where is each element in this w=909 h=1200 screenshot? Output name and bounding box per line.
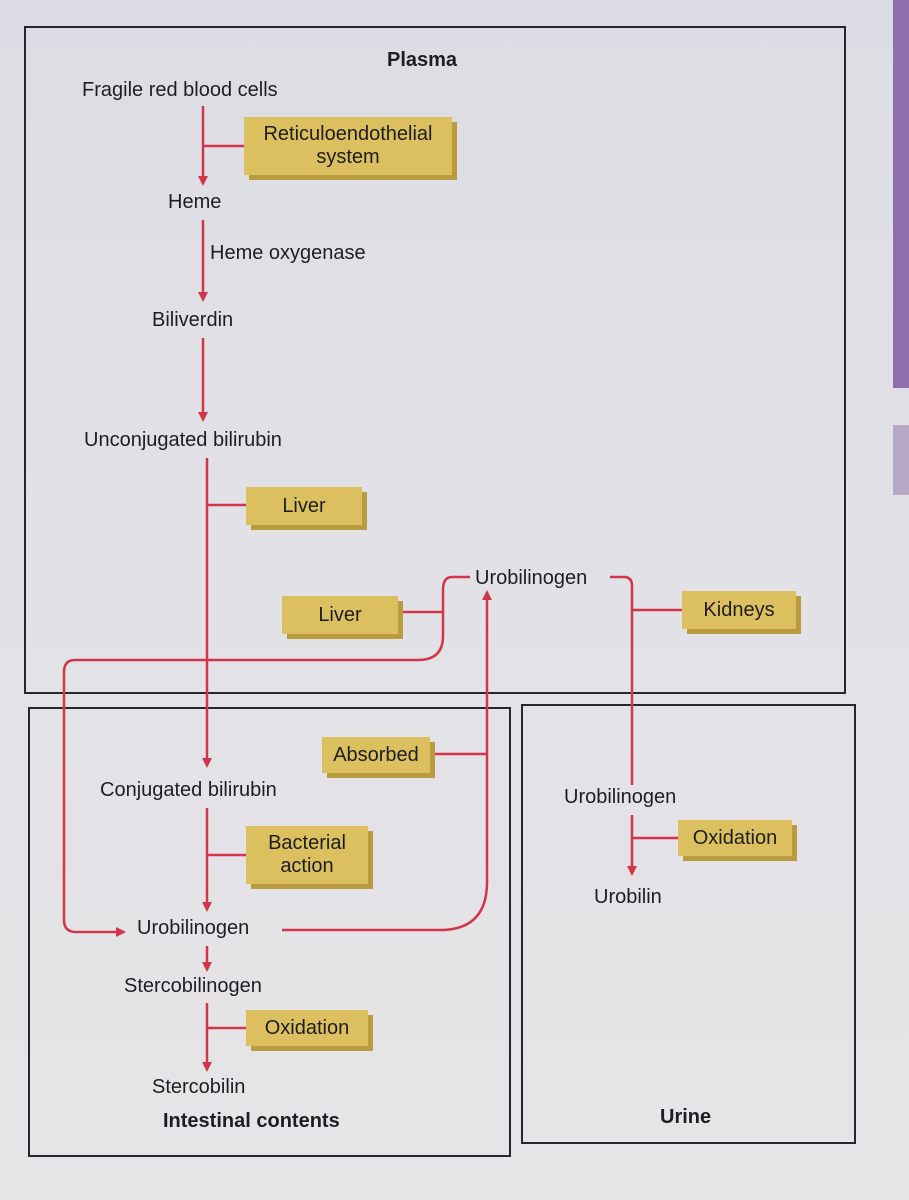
node-stercobilin: Stercobilin [152,1076,246,1098]
page-edge-tab-light [893,425,909,495]
urine-region [521,704,856,1144]
tag-reticuloendothelial-line2: system [316,146,380,168]
arrow-to-urine [610,575,634,785]
tag-bacterial-action: Bacterial action [246,826,368,884]
enzyme-heme-oxygenase: Heme oxygenase [210,242,366,264]
node-urobilin: Urobilin [594,886,662,908]
tag-oxidation-urine: Oxidation [678,820,792,856]
tag-oxidation-intestine: Oxidation [246,1010,368,1046]
page-edge-tab [893,0,909,388]
node-urobilinogen-plasma: Urobilinogen [475,567,588,589]
node-stercobilinogen: Stercobilinogen [124,975,262,997]
tag-reticuloendothelial-system: Reticuloendothelial system [244,117,452,175]
arrow-enterohepatic-return [62,575,470,937]
tag-liver-2-text: Liver [318,603,362,626]
node-urobilinogen-urine: Urobilinogen [564,786,677,808]
node-fragile-rbc: Fragile red blood cells [82,79,278,101]
tag-liver-1-text: Liver [282,494,326,517]
node-urobilinogen-intestine: Urobilinogen [137,917,250,939]
tag-liver-1: Liver [246,487,362,525]
plasma-region [24,26,846,694]
node-conjugated-bilirubin: Conjugated bilirubin [100,779,277,801]
tag-bacterial-line2: action [280,855,334,877]
arrow-absorbed-to-plasma [282,590,492,932]
node-unconjugated-bilirubin: Unconjugated bilirubin [84,429,282,451]
tag-oxidation-intestine-text: Oxidation [264,1016,350,1039]
tag-kidneys-text: Kidneys [703,598,775,621]
intestinal-region [28,707,511,1157]
tag-reticuloendothelial-line1: Reticuloendothelial [263,123,433,145]
intestinal-heading: Intestinal contents [163,1110,340,1132]
plasma-heading: Plasma [387,49,458,71]
node-heme: Heme [168,191,222,213]
tag-liver-2: Liver [282,596,398,634]
tag-bacterial-line1: Bacterial [268,832,346,854]
tag-absorbed-text: Absorbed [333,743,419,766]
tag-absorbed: Absorbed [322,737,430,773]
node-biliverdin: Biliverdin [152,309,234,331]
tag-kidneys: Kidneys [682,591,796,629]
tag-oxidation-urine-text: Oxidation [692,826,778,849]
urine-heading: Urine [660,1106,712,1128]
